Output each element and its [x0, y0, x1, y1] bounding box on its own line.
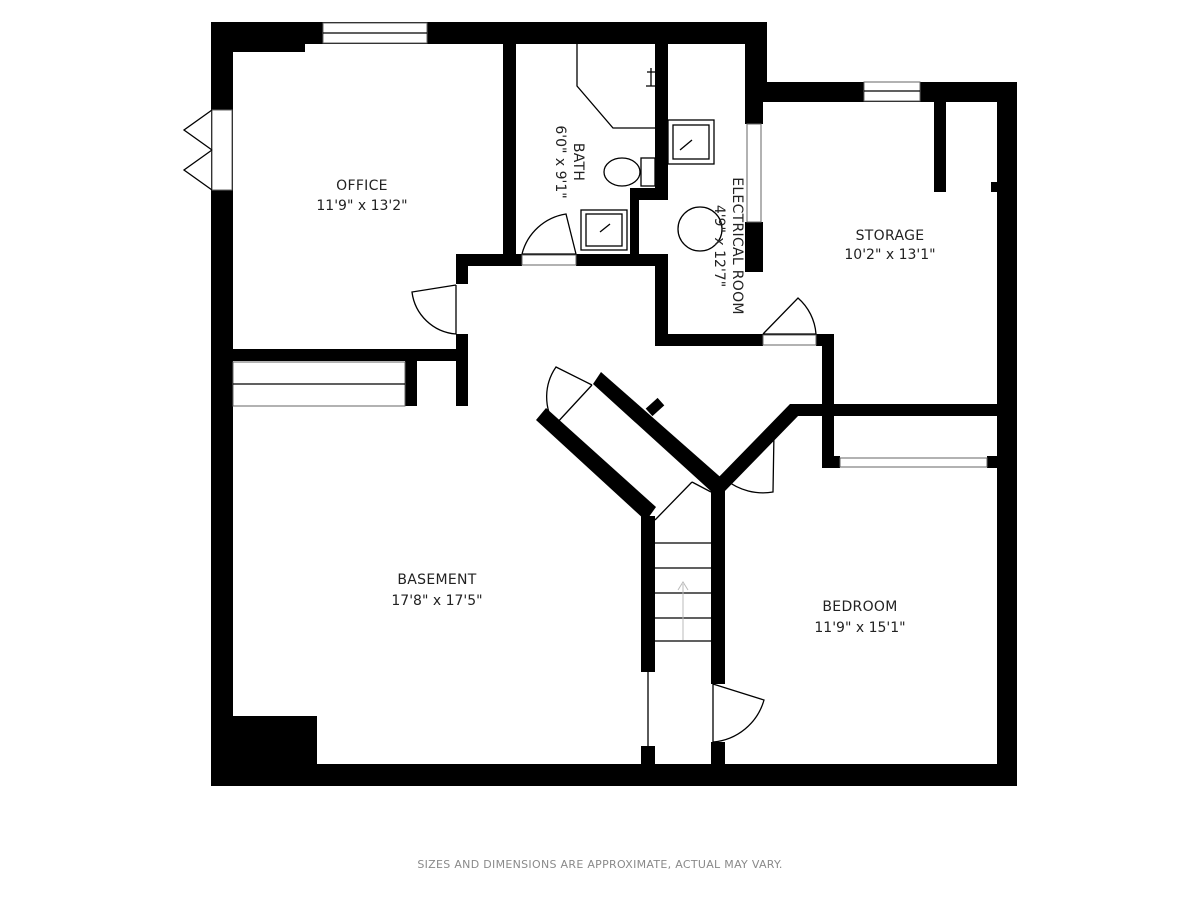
bath-door — [521, 213, 577, 255]
bath-door-gap — [521, 254, 577, 266]
electrical-room-dimensions: 4'9" x 12'7" — [711, 205, 727, 287]
room-labels: OFFICE 11'9" x 13'2" BATH 6'0" x 9'1" EL… — [316, 125, 935, 636]
bedroom-label: BEDROOM — [822, 599, 897, 615]
office-dimensions: 11'9" x 13'2" — [316, 198, 407, 214]
disclaimer-text: SIZES AND DIMENSIONS ARE APPROXIMATE, AC… — [417, 858, 783, 871]
bath-sink — [580, 209, 628, 251]
office-exterior-door — [182, 109, 213, 191]
staircase — [647, 481, 712, 746]
storage-dimensions: 10'2" x 13'1" — [844, 247, 935, 263]
electrical-door — [762, 297, 817, 335]
basement-label: BASEMENT — [397, 572, 476, 588]
bedroom-dimensions: 11'9" x 15'1" — [814, 620, 905, 636]
bedroom-closet-door — [725, 431, 775, 494]
bedroom-closet-opening — [839, 457, 988, 468]
storage-label: STORAGE — [856, 228, 925, 244]
utility-sink — [667, 119, 715, 165]
electrical-room-label: ELECTRICAL ROOM — [729, 177, 745, 315]
basement-dimensions: 17'8" x 17'5" — [391, 593, 482, 609]
windows — [211, 22, 988, 468]
interior-walls — [233, 44, 997, 766]
water-heater-icon — [677, 206, 723, 252]
office-label: OFFICE — [336, 178, 388, 194]
bath-fixtures — [576, 44, 723, 252]
toilet-icon — [603, 157, 641, 187]
storage-left-opening — [746, 123, 762, 223]
bath-dimensions: 6'0" x 9'1" — [552, 125, 568, 198]
electrical-door-gap — [762, 334, 817, 346]
office-door — [411, 284, 457, 335]
bath-shower-corner — [576, 44, 655, 129]
bedroom-door — [712, 683, 765, 743]
bath-label: BATH — [570, 143, 586, 181]
doors — [182, 109, 817, 743]
office-left-window — [211, 109, 233, 191]
stair-door — [546, 366, 593, 426]
